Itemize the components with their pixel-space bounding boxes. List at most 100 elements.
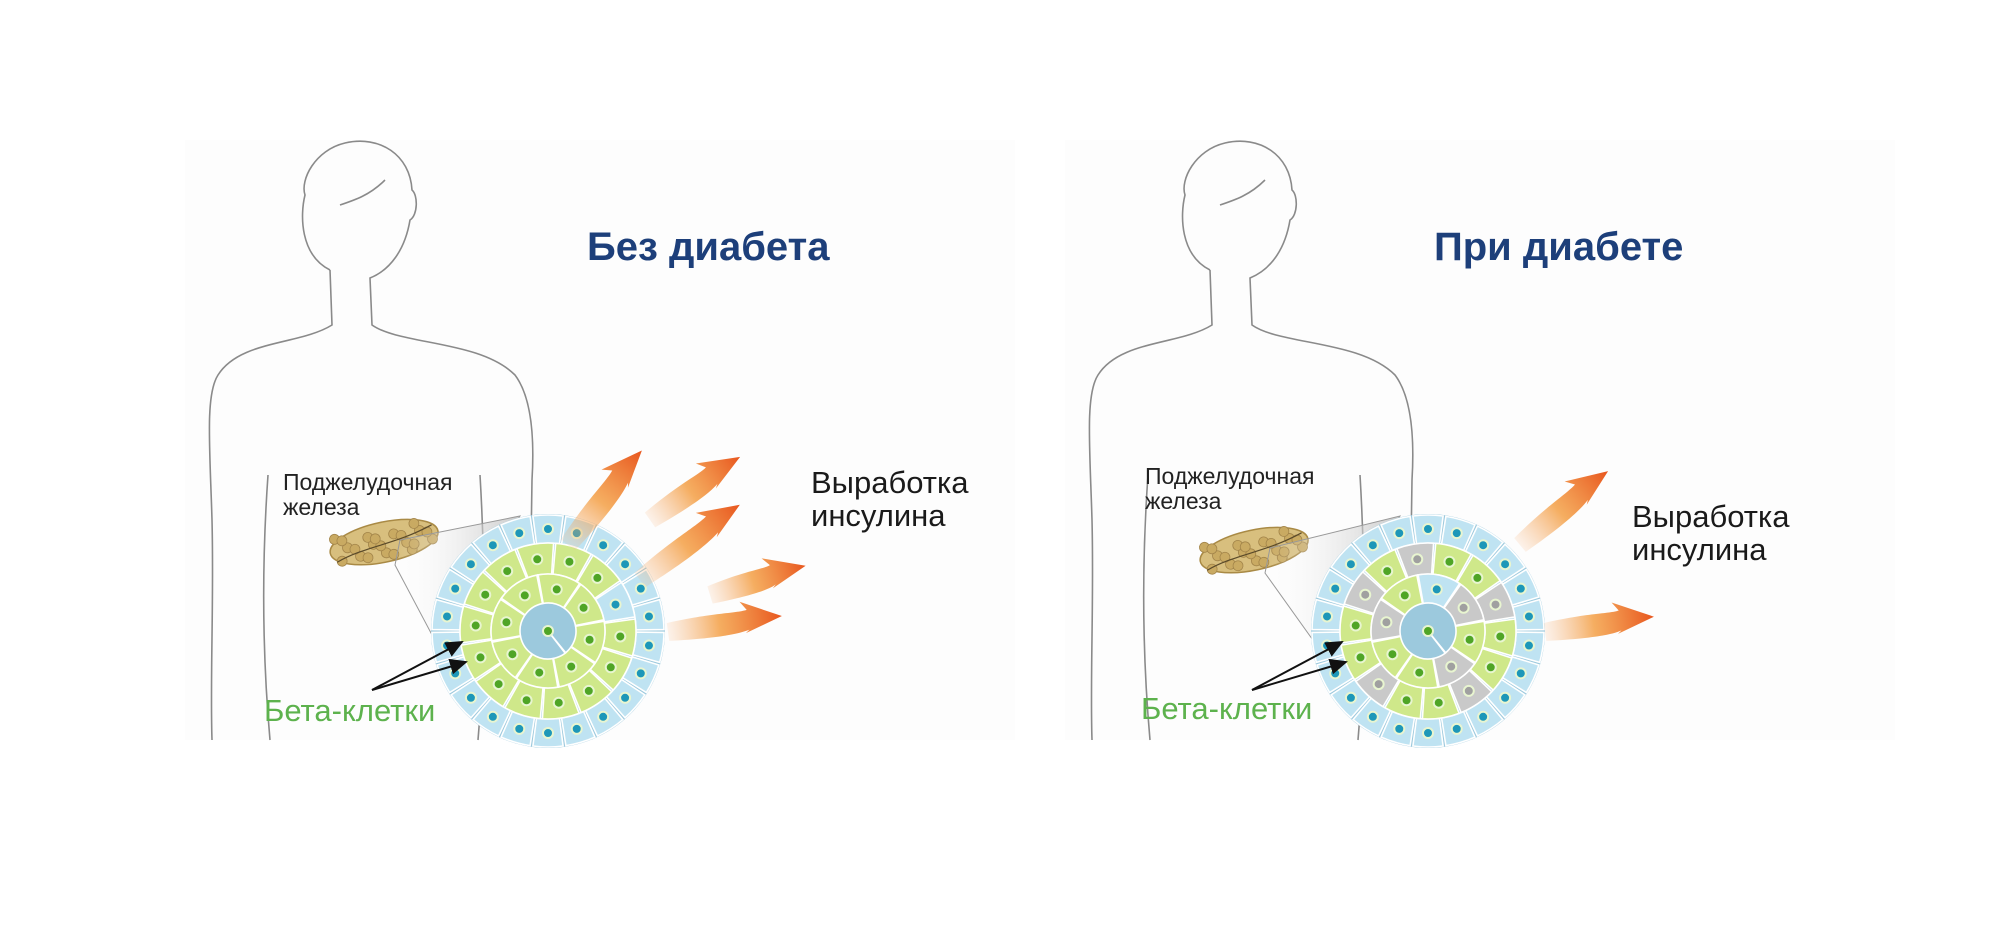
cell-nucleus (1471, 571, 1484, 584)
insulin-label-line2: инсулина (1632, 532, 1767, 568)
cell-nucleus (552, 696, 565, 709)
pancreas-label-line1: Поджелудочная (283, 469, 453, 495)
cell-nucleus (1344, 558, 1357, 571)
title-no-diabetes: Без диабета (587, 225, 830, 269)
insulin-arrow-shape (707, 558, 806, 604)
insulin-arrow-shape (666, 601, 782, 641)
cell-nucleus (1413, 666, 1426, 679)
cell-nucleus (1522, 610, 1535, 623)
cell-nucleus (531, 553, 544, 566)
cell-nucleus (1422, 523, 1434, 535)
beta-cell (1427, 630, 1447, 655)
cell-nucleus (506, 648, 519, 661)
pancreas-lobule (408, 518, 420, 529)
insulin-arrow (1514, 471, 1609, 552)
cell-nucleus (1432, 696, 1445, 709)
cell-nucleus (570, 722, 583, 735)
insulin-arrow-shape (644, 456, 741, 528)
cell-nucleus (1522, 639, 1535, 652)
cell-nucleus (533, 666, 546, 679)
cell-nucleus (597, 710, 610, 723)
cell-nucleus (464, 691, 477, 704)
cell-nucleus (513, 722, 526, 735)
cell-nucleus (542, 625, 554, 637)
cell-nucleus (1354, 651, 1367, 664)
hair-line (1219, 179, 1266, 206)
insulin-arrow-shape (1543, 602, 1654, 641)
cell-nucleus (1321, 610, 1334, 623)
cell-nucleus (1400, 694, 1413, 707)
arm-outline (262, 474, 271, 741)
cell-nucleus (486, 539, 499, 552)
cell-nucleus (1381, 565, 1394, 578)
cell-nucleus (486, 710, 499, 723)
cell-nucleus (642, 639, 655, 652)
pancreas-lobule (362, 552, 374, 564)
cell-nucleus (518, 589, 531, 602)
cell-nucleus (1359, 588, 1372, 601)
pancreas-label-line2: железа (1145, 487, 1222, 514)
cell-nucleus (614, 630, 627, 643)
cell-nucleus (1450, 722, 1463, 735)
cell-nucleus (500, 616, 513, 629)
pointer-arrow (1251, 641, 1344, 691)
cell-nucleus (609, 598, 622, 611)
cell-nucleus (1344, 691, 1357, 704)
body-outline (208, 269, 333, 741)
pancreas-lobule (1278, 526, 1290, 537)
body-outline (1181, 140, 1414, 741)
pancreas-label-line2: железа (283, 493, 360, 520)
insulin-label-line1: Выработка (811, 465, 969, 500)
cell-nucleus (1489, 598, 1502, 611)
body-outline (301, 140, 534, 741)
cell-nucleus (542, 727, 554, 739)
insulin-arrow (707, 558, 806, 604)
cell-nucleus (619, 691, 632, 704)
cell-nucleus (1393, 527, 1406, 540)
beta-cells-label: Бета-клетки (1141, 691, 1313, 726)
cell-nucleus (479, 588, 492, 601)
pointer-arrow (1251, 658, 1348, 691)
cell-nucleus (1462, 684, 1475, 697)
cell-nucleus (604, 661, 617, 674)
insulin-arrow-shape (634, 504, 740, 588)
beta-cell (547, 630, 567, 655)
cell-nucleus (449, 582, 462, 595)
cell-nucleus (642, 610, 655, 623)
pancreas-lobule (1232, 560, 1244, 572)
cell-nucleus (1366, 539, 1379, 552)
cell-nucleus (449, 667, 462, 680)
cell-nucleus (542, 523, 554, 535)
insulin-label-line2: инсулина (811, 498, 946, 534)
cell-nucleus (1477, 710, 1490, 723)
cell-nucleus (1386, 648, 1399, 661)
pancreas-duct (336, 524, 432, 563)
panel-diabetes (1088, 140, 1654, 748)
cell-nucleus (597, 539, 610, 552)
cell-nucleus (563, 555, 576, 568)
insulin-arrow (634, 504, 740, 588)
cell-nucleus (1450, 527, 1463, 540)
cell-nucleus (1514, 582, 1527, 595)
pointer-arrow (371, 658, 468, 691)
cell-nucleus (1422, 727, 1434, 739)
insulin-arrow-shape (1514, 471, 1609, 552)
cell-nucleus (492, 678, 505, 691)
cell-nucleus (1411, 553, 1424, 566)
cell-nucleus (1398, 589, 1411, 602)
pancreas-label-line1: Поджелудочная (1145, 463, 1315, 489)
cell-nucleus (1499, 691, 1512, 704)
body-outline (1088, 269, 1213, 741)
cell-nucleus (577, 601, 590, 614)
title-diabetes: При диабете (1434, 225, 1684, 269)
cell-nucleus (565, 660, 578, 673)
cell-nucleus (550, 583, 563, 596)
cell-nucleus (1443, 555, 1456, 568)
cell-nucleus (464, 558, 477, 571)
cell-nucleus (1393, 722, 1406, 735)
cell-nucleus (1366, 710, 1379, 723)
pancreas-lobule (1239, 541, 1251, 553)
